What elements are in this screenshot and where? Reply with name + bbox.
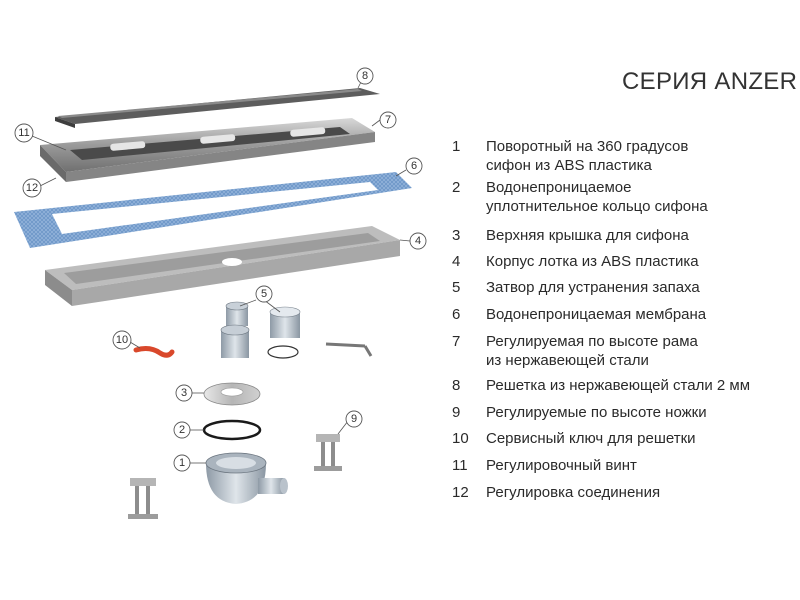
- legend-number: 5: [452, 279, 461, 296]
- callout-5: [255, 285, 273, 303]
- odor-trap-part: [220, 301, 301, 359]
- legend-number: 8: [452, 377, 461, 394]
- callout-9: [345, 410, 363, 428]
- callout-2: [173, 421, 191, 439]
- legend-text: Регулируемая по высоте рама из нержавеющ…: [486, 333, 698, 369]
- legend-number: 1: [452, 138, 461, 155]
- legend-text: Водонепроницаемая мембрана: [486, 306, 707, 323]
- callout-label: 10: [116, 334, 128, 346]
- callout-6: [405, 157, 423, 175]
- callout-10: [112, 330, 132, 350]
- callout-label: 5: [261, 288, 267, 300]
- callout-8: [356, 67, 374, 85]
- legend-number: 4: [452, 253, 461, 270]
- callout-3: [175, 384, 193, 402]
- legend-number: 10: [452, 430, 469, 447]
- callout-label: 2: [179, 424, 185, 436]
- callout-label: 4: [415, 235, 421, 247]
- service-key-part: [133, 346, 175, 358]
- page-title: СЕРИЯ ANZER: [622, 68, 798, 95]
- frame-part: [40, 118, 375, 182]
- leg-part: [128, 478, 158, 519]
- legend-text: Решетка из нержавеющей стали 2 мм: [486, 377, 751, 394]
- siphon-part: [205, 452, 288, 504]
- callout-label: 8: [362, 70, 368, 82]
- legend-number: 6: [452, 306, 461, 323]
- callout-label: 12: [26, 182, 38, 194]
- sealing-ring-part: [202, 419, 262, 441]
- legend-text: Регулировка соединения: [486, 484, 661, 501]
- callout-label: 7: [385, 114, 391, 126]
- membrane-part: [14, 172, 412, 248]
- grate-part: [55, 88, 380, 128]
- callout-label: 11: [18, 127, 29, 139]
- callout-12: [22, 178, 42, 198]
- legend-number: 7: [452, 333, 461, 350]
- legend-text: Корпус лотка из ABS пластика: [486, 253, 699, 270]
- callout-label: 1: [179, 457, 185, 469]
- siphon-cover-part: [203, 382, 261, 406]
- callout-label: 3: [181, 387, 187, 399]
- callout-label: 6: [411, 160, 417, 172]
- callout-label: 9: [351, 413, 357, 425]
- legend-number: 9: [452, 404, 461, 421]
- callout-7: [379, 111, 397, 129]
- legend-text: Затвор для устранения запаха: [486, 279, 700, 296]
- legend-text: Регулировочный винт: [486, 457, 637, 474]
- legend-text: Верхняя крышка для сифона: [486, 227, 689, 244]
- adjustment-screw-part: [325, 342, 373, 357]
- callout-11: [14, 123, 34, 143]
- legend-number: 11: [452, 457, 468, 474]
- legend-number: 12: [452, 484, 469, 501]
- callout-1: [173, 454, 191, 472]
- leg-part: [314, 434, 342, 471]
- legend-text: Сервисный ключ для решетки: [486, 430, 696, 447]
- legend-number: 3: [452, 227, 461, 244]
- exploded-parts-diagram: 1 2 3 4 5 6 7 8 9 10 11 12: [14, 67, 427, 519]
- legend-number: 2: [452, 179, 461, 196]
- legend-text: Поворотный на 360 градусов сифон из ABS …: [486, 138, 689, 174]
- legend-text: Водонепроницаемое уплотнительное кольцо …: [486, 179, 708, 215]
- callout-4: [409, 232, 427, 250]
- legend-text: Регулируемые по высоте ножки: [486, 404, 707, 421]
- channel-body-part: [45, 226, 400, 306]
